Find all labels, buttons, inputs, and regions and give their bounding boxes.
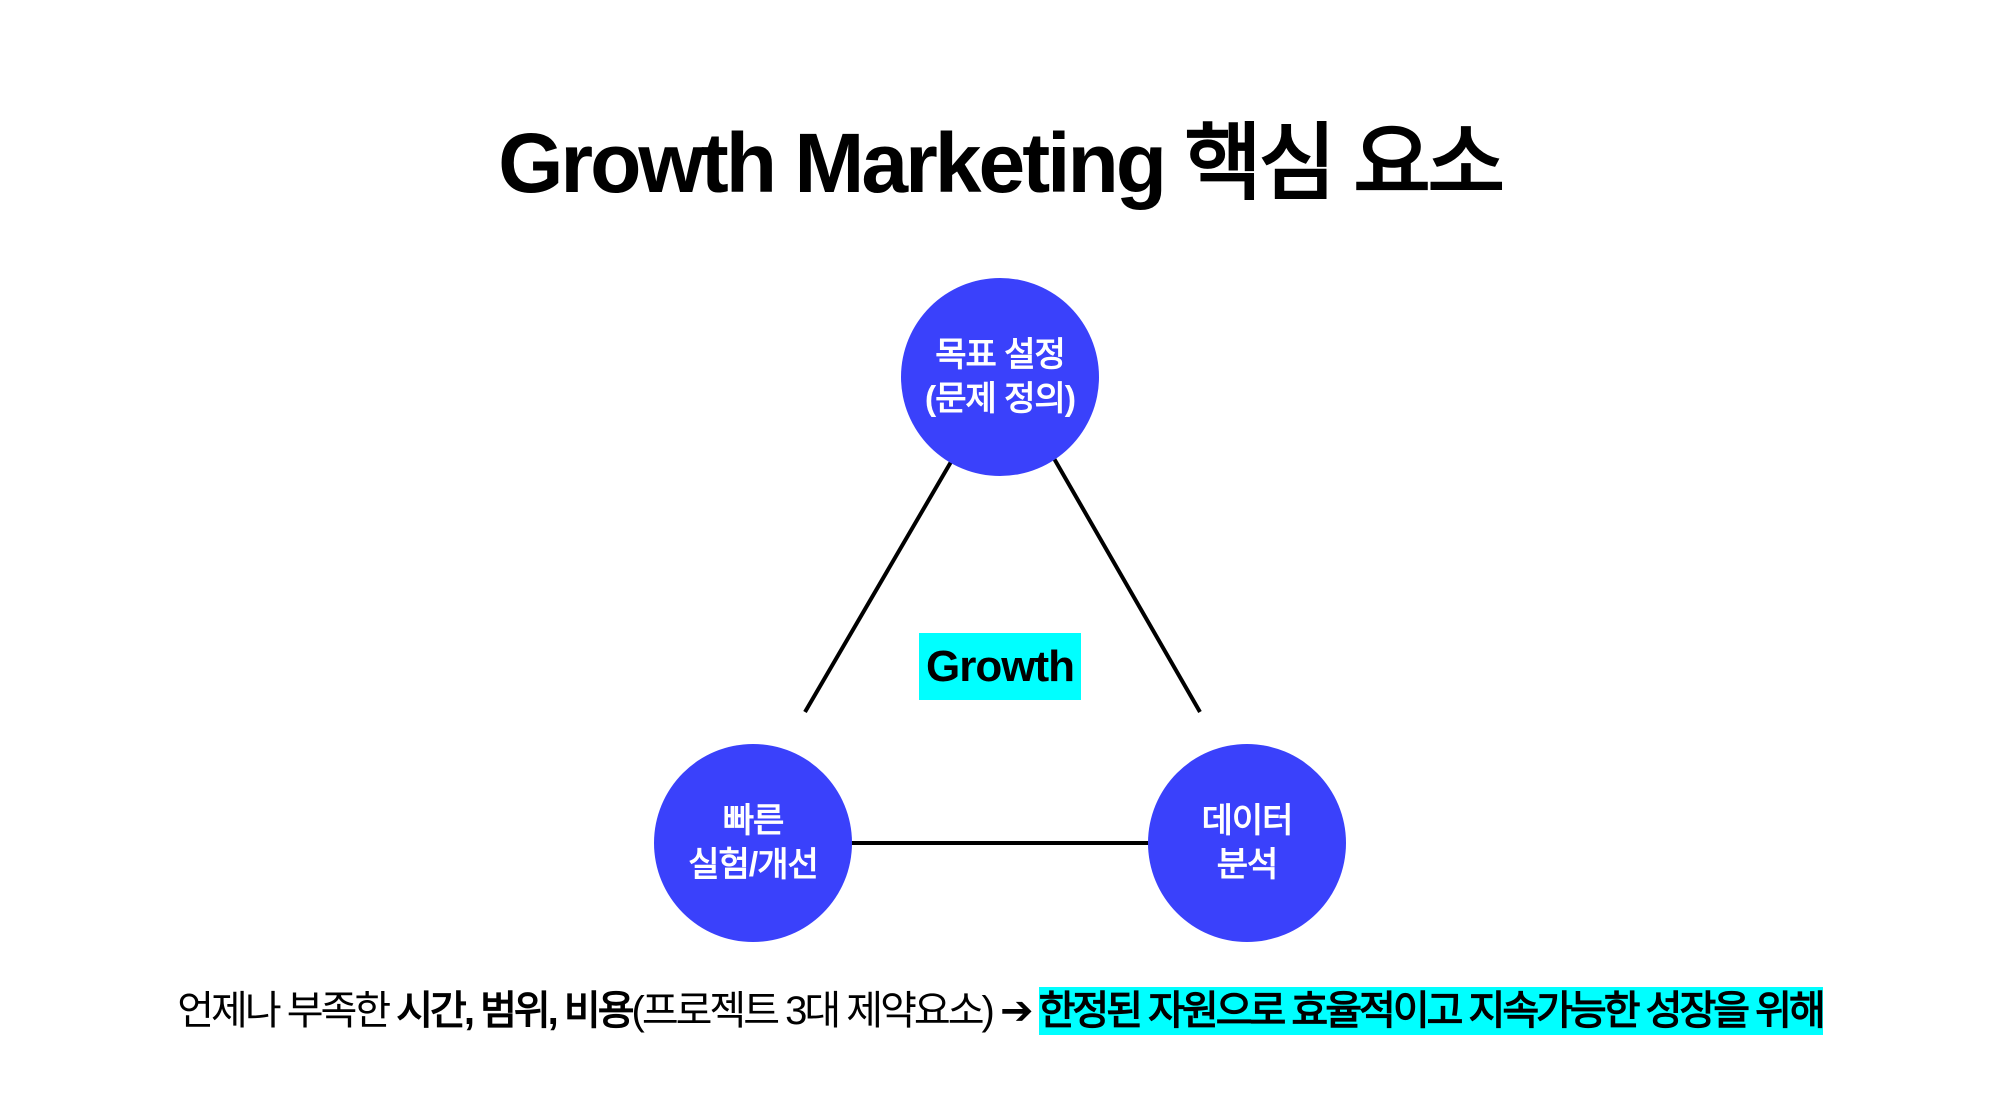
node-experiment-line2: 실험/개선	[688, 846, 819, 884]
footer-highlight: 한정된 자원으로 효율적이고 지속가능한 성장을 위해	[1038, 987, 1826, 1035]
node-data-line1: 데이터	[1201, 802, 1294, 840]
node-fast-experiment: 빠른 실험/개선	[654, 744, 852, 942]
node-goal-line1: 목표 설정	[935, 336, 1066, 374]
page-title: Growth Marketing 핵심 요소	[498, 116, 1505, 210]
connector-goal-experiment	[803, 453, 957, 714]
center-growth-label: Growth	[919, 633, 1081, 700]
node-goal-line2: (문제 정의)	[924, 380, 1076, 418]
connector-goal-data	[1050, 454, 1202, 713]
node-data-line2: 분석	[1216, 846, 1279, 884]
arrow-right-icon: ➔	[999, 989, 1039, 1033]
node-goal-setting: 목표 설정 (문제 정의)	[901, 278, 1099, 476]
footer-constraints: 시간, 범위, 비용	[396, 989, 634, 1033]
footer-paren: (프로젝트 3대 제약요소)	[631, 989, 1000, 1033]
node-data-analysis: 데이터 분석	[1148, 744, 1346, 942]
footer-statement: 언제나 부족한 시간, 범위, 비용(프로젝트 3대 제약요소) ➔ 한정된 자…	[0, 978, 2000, 1036]
footer-prefix: 언제나 부족한	[177, 989, 397, 1033]
node-experiment-line1: 빠른	[722, 802, 785, 840]
